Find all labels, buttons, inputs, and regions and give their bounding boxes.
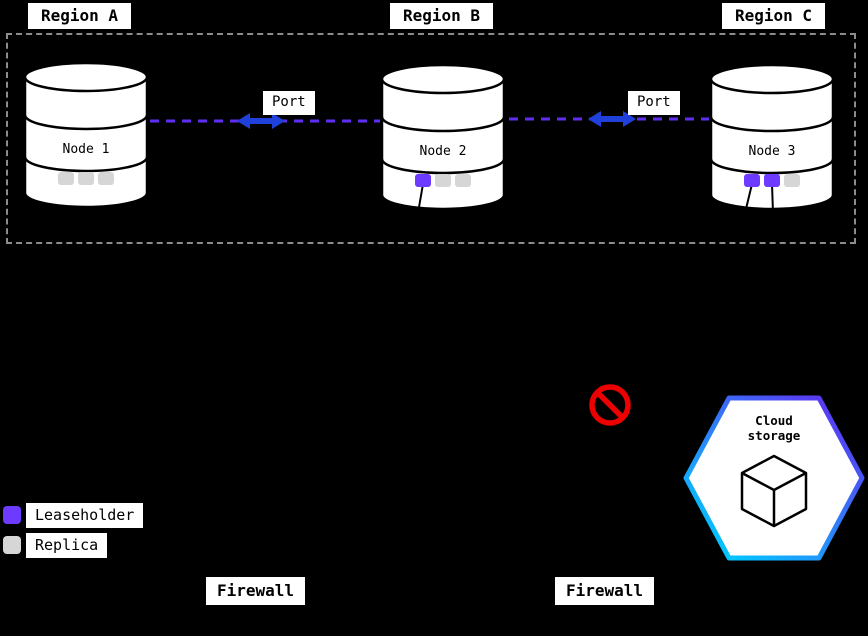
- cylinder-band: [380, 158, 506, 175]
- replica-square: [98, 172, 114, 185]
- legend-replica-label: Replica: [26, 533, 108, 558]
- region-b-label: Region B: [390, 3, 494, 29]
- cube-icon-inner-edges: [741, 471, 807, 526]
- port-arrow-icon: [237, 113, 285, 129]
- cylinder-band: [23, 156, 149, 173]
- node-3-database-icon: Node 3: [709, 63, 835, 214]
- replica-square: [455, 174, 471, 187]
- firewall-label-2: Firewall: [555, 577, 655, 605]
- cylinder-top: [709, 63, 835, 95]
- legend-leaseholder-label: Leaseholder: [26, 503, 144, 528]
- replica-square: [58, 172, 74, 185]
- node-3-label: Node 3: [749, 144, 796, 159]
- double-arrow-shape: [588, 111, 636, 127]
- leaseholder-square: [744, 174, 760, 187]
- cylinder-band: [709, 116, 835, 133]
- port-label-1: Port: [263, 91, 315, 115]
- leaseholder-square: [415, 174, 431, 187]
- leaseholder-square: [764, 174, 780, 187]
- cylinder-band: [380, 116, 506, 133]
- cylinder-top: [380, 63, 506, 95]
- node-2-database-icon: Node 2: [380, 63, 506, 214]
- replica-square: [435, 174, 451, 187]
- cylinder-body: [23, 77, 149, 209]
- leaseholder-swatch-square: [3, 506, 21, 524]
- cloud-storage-label-line1: Cloud: [755, 413, 793, 428]
- cloud-storage-hexagon-icon: Cloud storage: [683, 395, 865, 561]
- port-label-2: Port: [628, 91, 680, 115]
- region-a-label: Region A: [28, 3, 132, 29]
- replica-swatch-square: [3, 536, 21, 554]
- replica-square: [78, 172, 94, 185]
- cloud-storage-label-line2: storage: [748, 428, 801, 443]
- region-c-label: Region C: [722, 3, 826, 29]
- hexagon-outline: [683, 395, 865, 561]
- replica-square: [784, 174, 800, 187]
- no-access-circle: [589, 384, 631, 426]
- leaseholder-connector-line: [771, 183, 774, 214]
- leaseholder-connector-line: [744, 183, 753, 214]
- node-1-label: Node 1: [63, 142, 110, 157]
- port-arrow-icon: [588, 111, 636, 127]
- node-2-label: Node 2: [420, 144, 467, 159]
- double-arrow-shape: [237, 113, 285, 129]
- cylinder-top: [23, 61, 149, 93]
- node-1-database-icon: Node 1: [23, 61, 149, 209]
- cylinder-body: [380, 79, 506, 211]
- firewall-label-1: Firewall: [206, 577, 306, 605]
- cylinder-band: [709, 158, 835, 175]
- no-access-slash: [595, 390, 625, 420]
- legend-leaseholder-swatch: [3, 506, 21, 524]
- cylinder-band: [23, 114, 149, 131]
- cluster-boundary: [6, 33, 856, 244]
- no-access-icon: [589, 384, 631, 426]
- legend-replica-swatch: [3, 536, 21, 554]
- leaseholder-connector-line: [417, 183, 424, 214]
